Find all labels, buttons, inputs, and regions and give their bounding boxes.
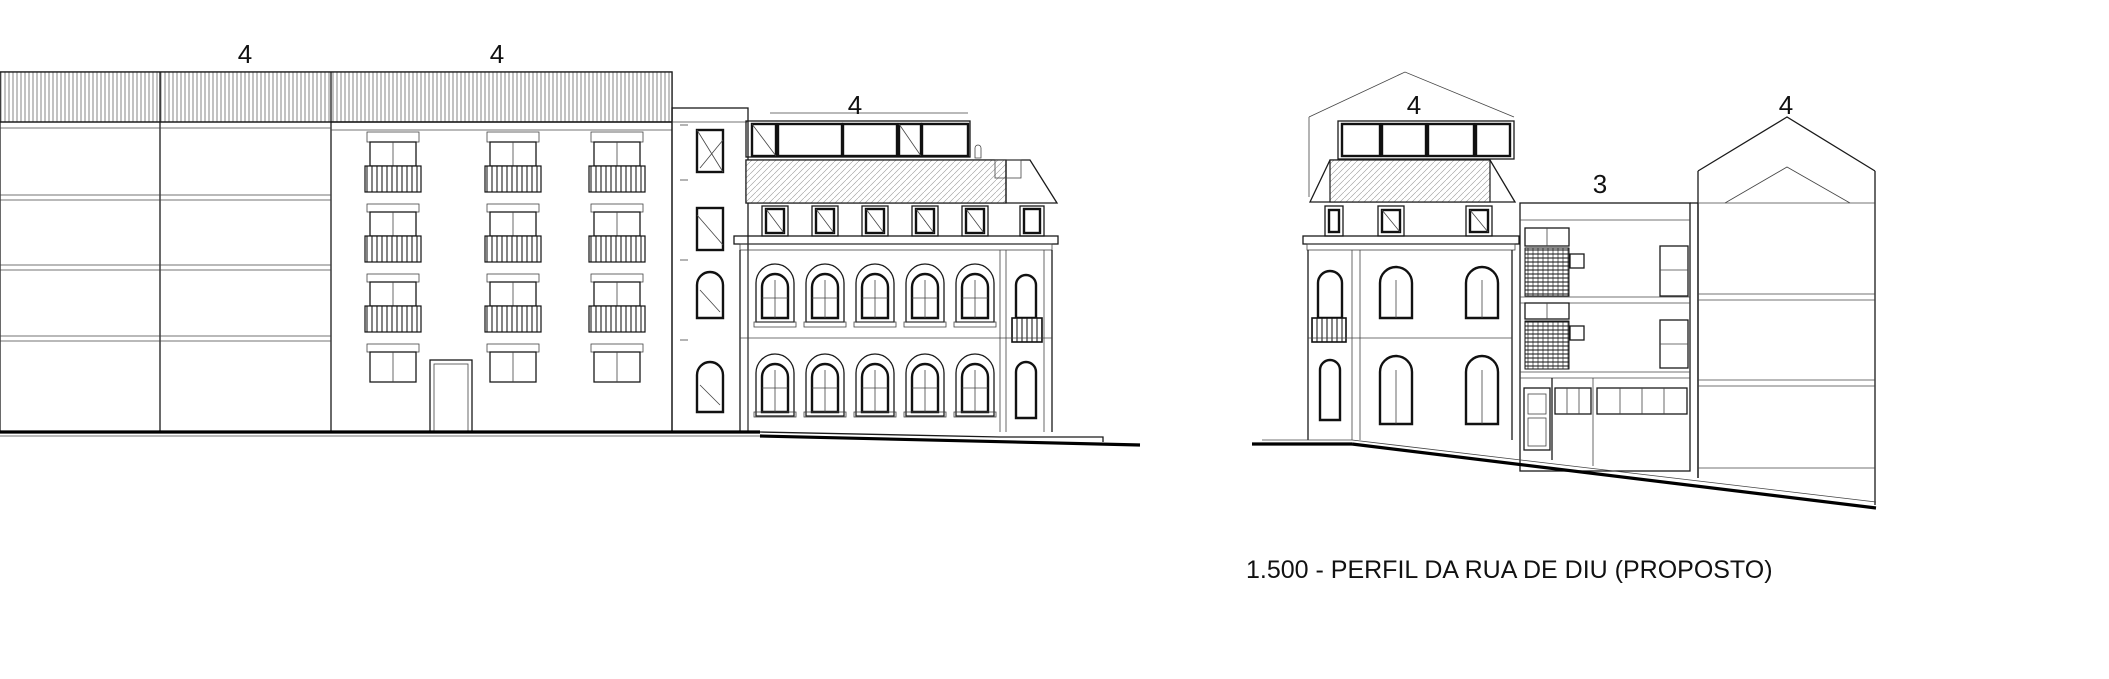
window-column	[588, 131, 646, 383]
arched-window	[753, 263, 797, 328]
left-building	[0, 71, 673, 433]
storey-label: 4	[490, 39, 504, 69]
left-elevation	[0, 71, 1141, 447]
window-column	[484, 131, 542, 383]
right-elevation	[1252, 71, 1877, 510]
classical-building	[733, 112, 1059, 432]
right-building	[1697, 116, 1876, 505]
classical-building-side	[1302, 71, 1520, 440]
storey-label: 4	[238, 39, 252, 69]
link-building	[671, 107, 749, 433]
window-column	[364, 131, 422, 383]
dormer-window	[761, 205, 789, 237]
middle-building	[1519, 202, 1699, 478]
drawing-caption: 1.500 - PERFIL DA RUA DE DIU (PROPOSTO)	[1246, 556, 1773, 584]
storey-label: 3	[1593, 169, 1607, 199]
entrance-door	[429, 359, 473, 433]
storey-label: 4	[848, 90, 862, 120]
storey-label: 4	[1407, 90, 1421, 120]
sloping-ground	[1252, 439, 1877, 510]
storey-label: 4	[1779, 90, 1793, 120]
arched-door	[753, 353, 797, 418]
